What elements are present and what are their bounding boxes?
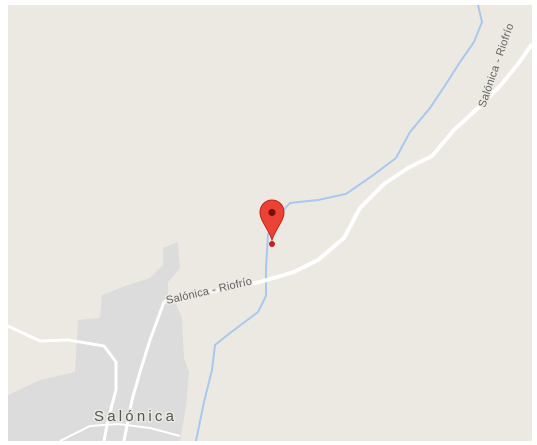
road-salonica-riofrio: [163, 42, 534, 304]
road-west: [7, 324, 118, 442]
map-pin-anchor-dot: [269, 241, 275, 247]
town-label-salonica: Salónica: [94, 408, 177, 425]
map-pin-body[interactable]: [259, 199, 285, 242]
road-town: [122, 301, 166, 442]
map-pin-center-dot: [268, 208, 276, 217]
road-town-minor: [59, 422, 181, 442]
river: [195, 4, 484, 442]
urban-area: [8, 242, 189, 441]
map-pin-icon[interactable]: [259, 199, 285, 247]
